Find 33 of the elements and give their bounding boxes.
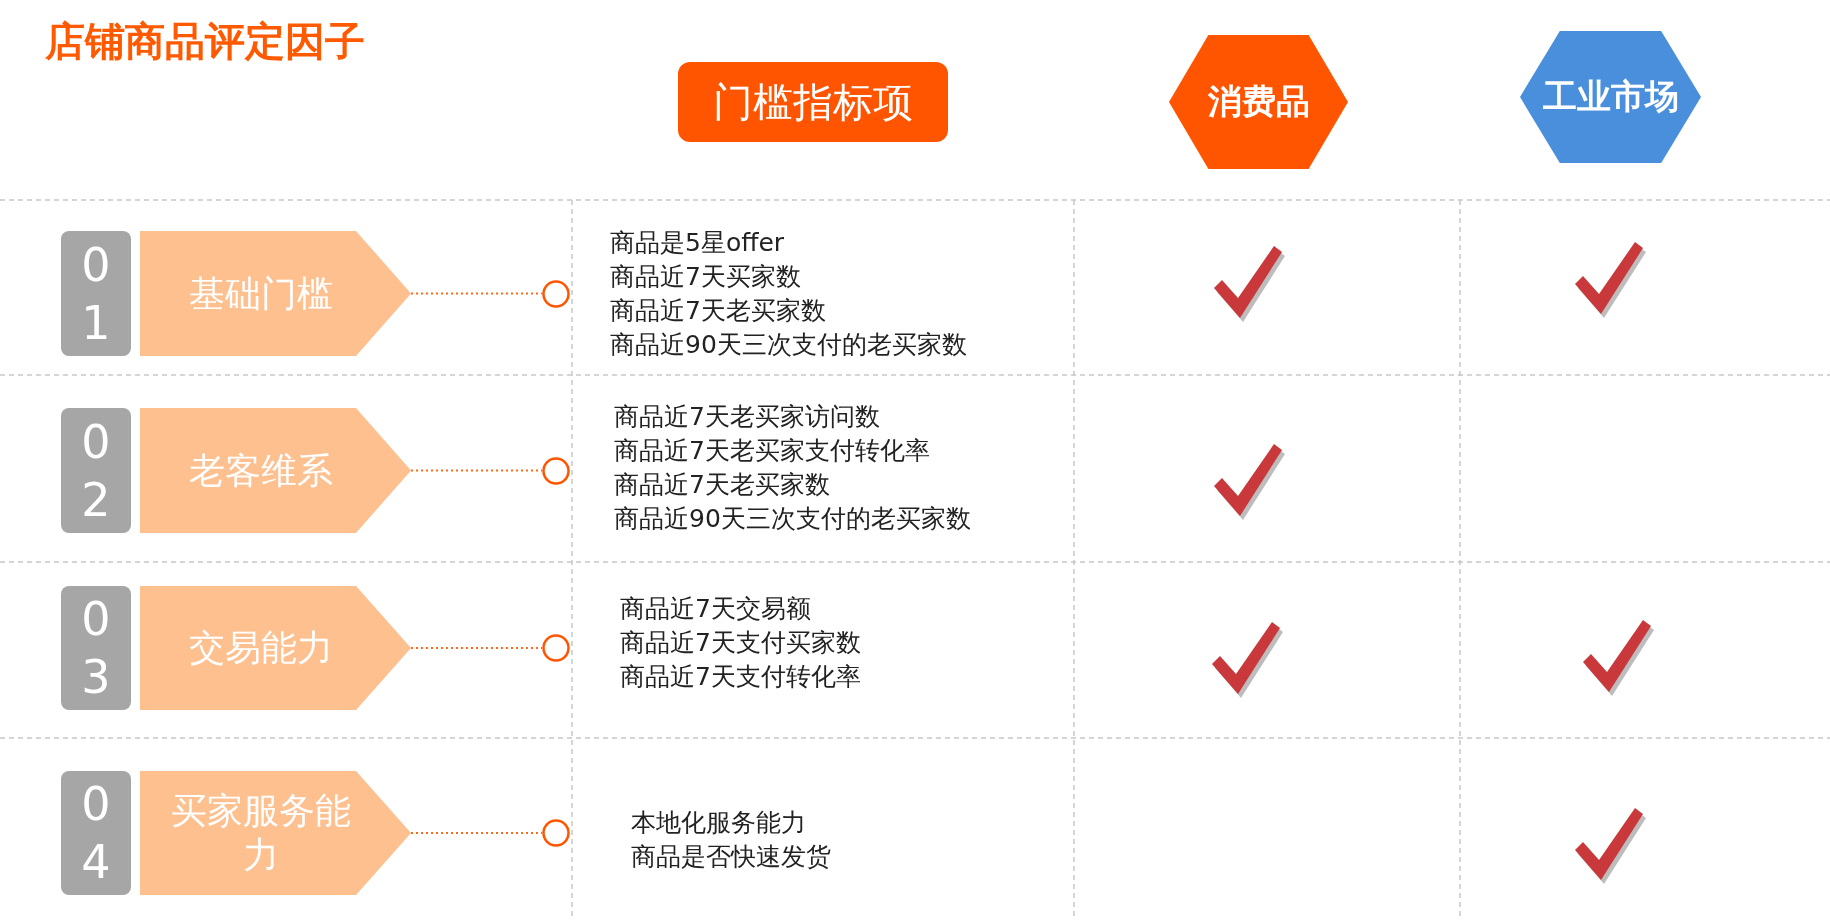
number-box: 02 [61,408,131,533]
metric-text: 商品是5星offer [610,228,785,258]
circle-marker [542,279,570,308]
number-box: 01 [61,231,131,356]
column-hexagon: 消费品 [1169,35,1348,169]
metric-text: 商品近7天支付买家数 [620,628,861,658]
metric-text: 商品是否快速发货 [631,842,831,872]
circle-marker [542,634,570,662]
metric-text: 商品近7天老买家数 [614,470,830,500]
circle-marker [542,456,570,485]
dotted-connector [410,292,543,295]
metric-text: 商品近7天交易额 [620,594,811,624]
header-box: 门槛指标项 [678,62,948,142]
category-tag: 基础门槛 [140,231,411,356]
category-tag: 买家服务能力 [140,771,411,895]
metric-text: 商品近90天三次支付的老买家数 [610,330,967,360]
title: 店铺商品评定因子 [45,17,365,66]
metric-text: 商品近7天老买家数 [610,296,826,326]
metric-text: 商品近7天老买家访问数 [614,402,880,432]
number-box: 03 [61,586,131,710]
metric-text: 商品近7天老买家支付转化率 [614,436,930,466]
circle-marker [542,819,570,847]
metric-text: 本地化服务能力 [631,808,806,838]
category-tag: 老客维系 [140,408,411,533]
column-hexagon: 工业市场 [1520,31,1701,163]
dotted-connector [410,647,543,649]
dotted-connector [410,832,543,834]
dotted-connector [410,469,543,472]
metric-text: 商品近90天三次支付的老买家数 [614,504,971,534]
number-box: 04 [61,771,131,895]
metric-text: 商品近7天支付转化率 [620,662,861,692]
category-tag: 交易能力 [140,586,411,710]
metric-text: 商品近7天买家数 [610,262,801,292]
